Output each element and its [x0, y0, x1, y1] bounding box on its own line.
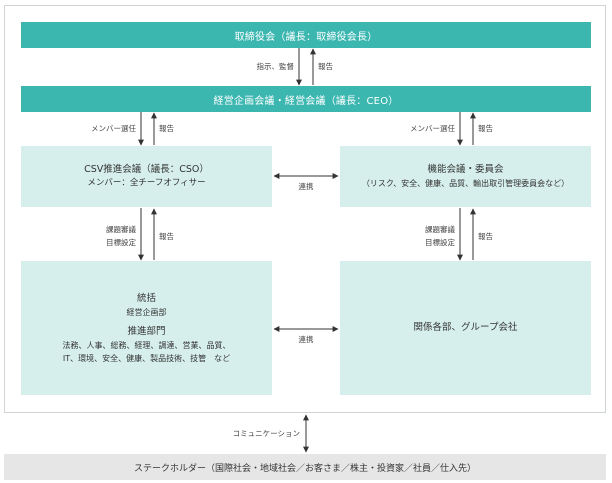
board-label: 取締役会（議長：取締役会長）	[234, 31, 378, 43]
board-up-label: 報告	[318, 62, 333, 71]
dept-up-label: 報告	[478, 232, 493, 241]
unit-down-label-2: 目標設定	[106, 238, 136, 247]
func-up-label: 報告	[478, 124, 493, 133]
func-subtitle: （リスク、安全、健康、品質、輸出取引管理委員会など）	[361, 179, 570, 188]
dept-down-label-1: 課題審議	[425, 225, 455, 234]
management-meeting: 経営企画会議・経営会議（議長：CEO）	[21, 86, 591, 112]
unit-title2: 推進部門	[127, 325, 166, 337]
csv-down-label: メンバー選任	[91, 124, 136, 133]
board-down-label: 指示、監督	[256, 62, 295, 71]
dept-down-label-2: 目標設定	[425, 238, 455, 247]
unit-up-label: 報告	[159, 232, 174, 241]
unit-line3: IT、環境、安全、健康、製品技術、技管 など	[62, 353, 231, 363]
communication-label: コミュニケーション	[232, 429, 300, 438]
csv-subtitle: メンバー：全チーフオフィサー	[87, 178, 206, 188]
stakeholders-label: ステークホルダー（国際社会・地域社会／お客さま／株主・投資家／社員／仕入先）	[133, 463, 476, 474]
board-of-directors: 取締役会（議長：取締役会長）	[21, 22, 591, 48]
promotion-units: 統括 経営企画部 推進部門 法務、人事、総務、経理、調達、営業、品質、 IT、環…	[21, 261, 272, 395]
csv-up-label: 報告	[159, 124, 174, 133]
csv-title: CSV推進会議（議長：CSO）	[84, 164, 209, 175]
unit-line2: 法務、人事、総務、経理、調達、営業、品質、	[62, 340, 231, 350]
management-label: 経営企画会議・経営会議（議長：CEO）	[213, 95, 399, 107]
unit-line1: 経営企画部	[126, 307, 167, 317]
bottom-link-label: 連携	[298, 335, 314, 344]
func-title: 機能会議・委員会	[427, 164, 504, 175]
csv-promotion-meeting: CSV推進会議（議長：CSO） メンバー：全チーフオフィサー	[21, 146, 272, 207]
top-link-label: 連携	[298, 182, 314, 191]
functional-committees: 機能会議・委員会 （リスク、安全、健康、品質、輸出取引管理委員会など）	[340, 146, 591, 207]
stakeholders-bar: ステークホルダー（国際社会・地域社会／お客さま／株主・投資家／社員／仕入先）	[4, 454, 606, 480]
func-down-label: メンバー選任	[410, 124, 455, 133]
dept-label: 関係各部、グループ会社	[413, 322, 518, 333]
related-departments: 関係各部、グループ会社	[340, 261, 591, 395]
unit-down-label-1: 課題審議	[106, 225, 136, 234]
unit-title: 統括	[136, 292, 156, 304]
